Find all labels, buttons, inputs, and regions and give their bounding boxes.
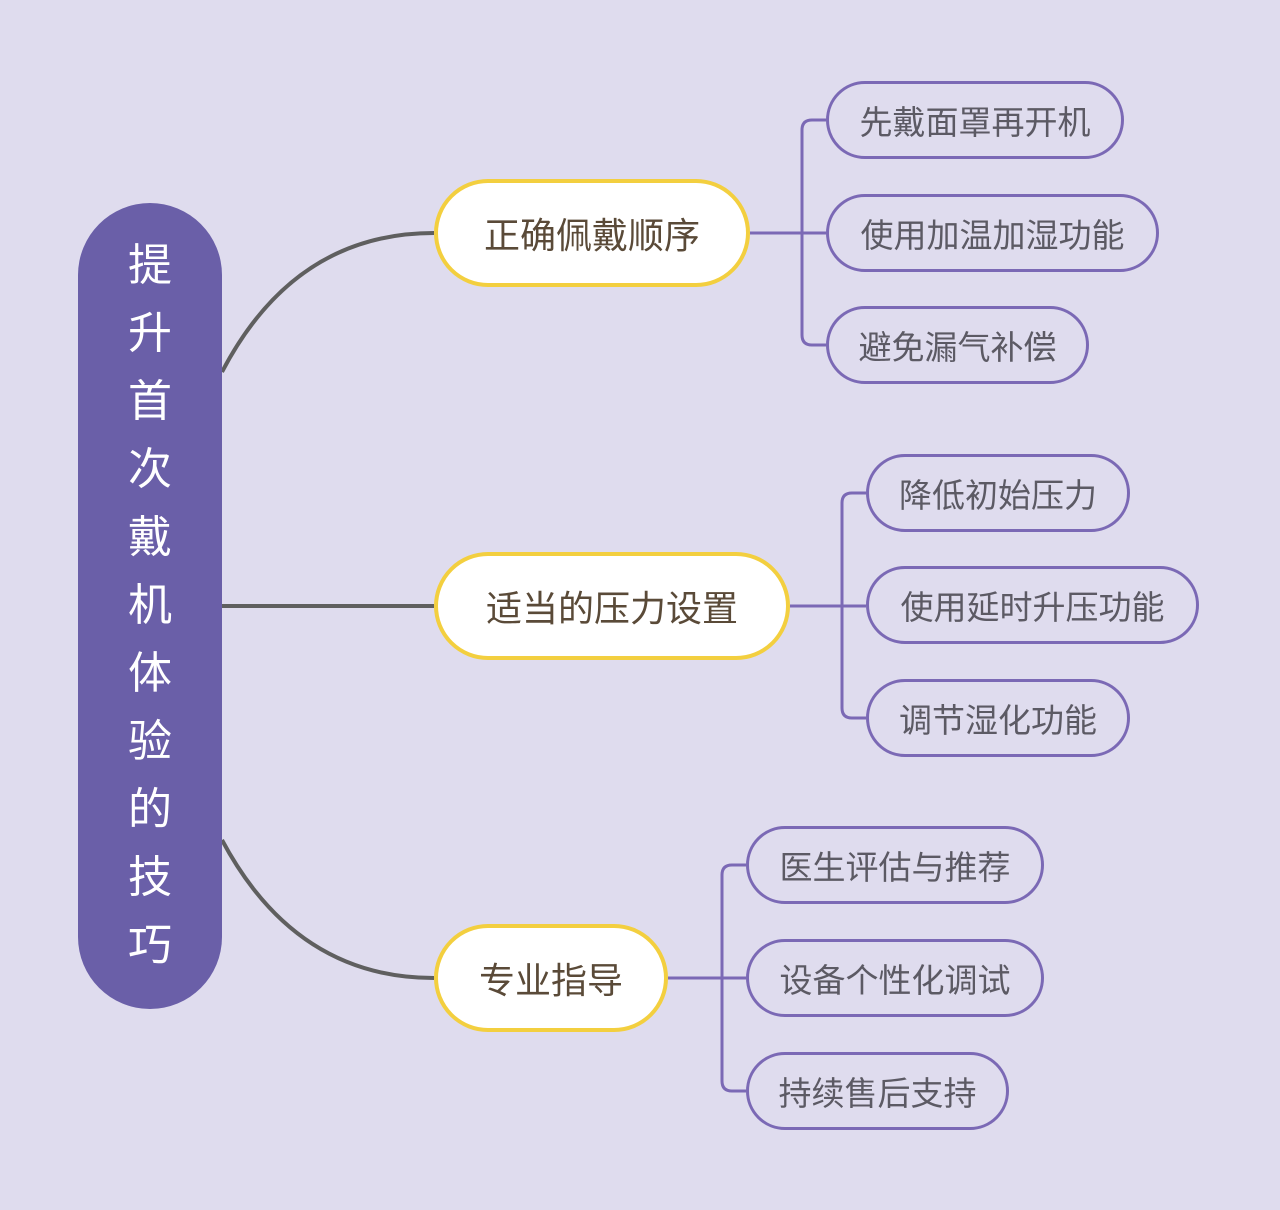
leaf-label: 使用加温加湿功能 [860, 216, 1125, 255]
leaf-bracket-1 [750, 118, 826, 347]
leaf-bracket-3 [668, 863, 746, 1093]
branch-label: 适当的压力设置 [485, 589, 738, 630]
branch-pressure-settings[interactable]: 适当的压力设置 [434, 552, 790, 660]
leaf-device-personalization[interactable]: 设备个性化调试 [746, 939, 1044, 1017]
root-char: 升 [128, 308, 172, 359]
root-char: 次 [128, 444, 172, 495]
root-char: 戴 [128, 512, 172, 563]
trunk-line-1 [220, 231, 435, 373]
leaf-label: 调节湿化功能 [899, 701, 1097, 740]
root-char: 的 [128, 784, 172, 835]
leaf-label: 持续售后支持 [778, 1074, 977, 1113]
root-char: 首 [128, 376, 172, 427]
root-char: 机 [128, 580, 172, 631]
leaf-label: 医生评估与推荐 [779, 848, 1011, 887]
leaf-mask-before-power[interactable]: 先戴面罩再开机 [826, 81, 1124, 159]
branch-label: 专业指导 [478, 961, 623, 1002]
root-char: 提 [128, 240, 172, 291]
leaf-bracket-2 [790, 491, 866, 720]
root-char: 巧 [128, 920, 172, 971]
leaf-heated-humidification[interactable]: 使用加温加湿功能 [826, 194, 1159, 272]
leaf-lower-initial-pressure[interactable]: 降低初始压力 [866, 454, 1130, 532]
root-char: 体 [128, 648, 172, 699]
leaf-avoid-leak-compensation[interactable]: 避免漏气补偿 [826, 306, 1089, 384]
leaf-after-sales-support[interactable]: 持续售后支持 [746, 1052, 1009, 1130]
branch-wearing-order[interactable]: 正确佩戴顺序 [434, 179, 750, 287]
leaf-label: 避免漏气补偿 [858, 328, 1057, 367]
leaf-label: 先戴面罩再开机 [859, 103, 1091, 142]
leaf-label: 设备个性化调试 [779, 961, 1011, 1000]
leaf-label: 使用延时升压功能 [900, 588, 1165, 627]
trunk-line-3 [220, 839, 435, 980]
branch-professional-guidance[interactable]: 专业指导 [434, 924, 668, 1032]
root-char: 验 [128, 716, 172, 767]
leaf-doctor-assessment[interactable]: 医生评估与推荐 [746, 826, 1044, 904]
leaf-adjust-humidification[interactable]: 调节湿化功能 [866, 679, 1130, 757]
leaf-ramp-function[interactable]: 使用延时升压功能 [866, 566, 1199, 644]
root-topic: 提 升 首 次 戴 机 体 验 的 技 巧 [78, 203, 222, 1009]
root-char: 技 [128, 852, 172, 903]
branch-label: 正确佩戴顺序 [483, 216, 700, 257]
leaf-label: 降低初始压力 [899, 476, 1097, 515]
